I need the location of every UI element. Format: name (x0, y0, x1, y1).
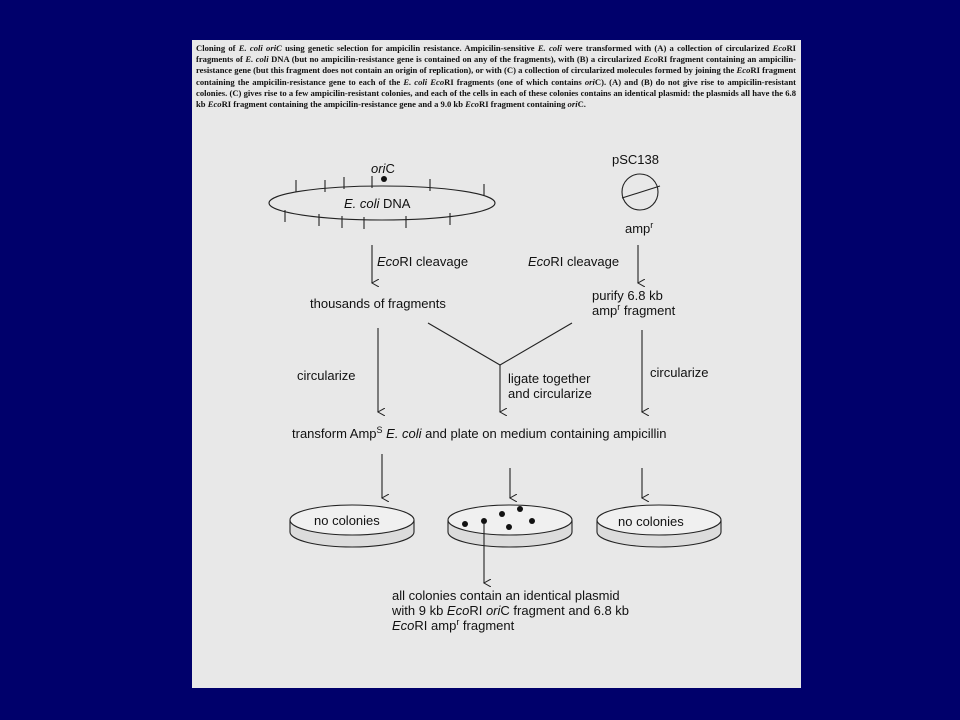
result-line2-italic1: Eco (447, 603, 469, 618)
thousands-label: thousands of fragments (310, 296, 446, 311)
purify-label-line1: purify 6.8 kb (592, 288, 663, 303)
transform-italic: E. coli (383, 426, 423, 441)
result-line3-italic: Eco (392, 618, 414, 633)
result-line3-mid: RI amp (414, 618, 456, 633)
petri-dish-a: no colonies (289, 504, 415, 548)
transform-pre: transform Amp (292, 426, 377, 441)
caption-text: E. coli Eco (403, 76, 445, 87)
ecoli-label-italic: E. coli (344, 196, 381, 211)
purify-sup: r (617, 302, 620, 312)
merge-line-left (427, 322, 501, 366)
result-line3-sup: r (456, 617, 459, 627)
caption-text: Eco (736, 65, 751, 76)
colonies (462, 506, 535, 530)
no-colonies-label-a: no colonies (314, 513, 380, 528)
purify-rest: fragment (620, 303, 675, 318)
result-line3-post: fragment (459, 618, 514, 633)
figure-panel: Cloning of E. coli oriC using genetic se… (192, 40, 801, 688)
ecoli-dna-label: E. coli DNA (344, 196, 411, 211)
petri-dish-c (447, 504, 573, 548)
caption-text: RI fragments of (196, 43, 796, 65)
caption-text: E. coli (537, 43, 562, 53)
caption-text: RI fragment containing an ampicilin-resi… (196, 54, 797, 76)
oric-label-italic: ori (371, 161, 387, 176)
caption-text: DNA (but no ampicilin-resistance gene is… (268, 54, 644, 65)
merge-line-right (499, 322, 573, 366)
cloning-diagram: oriC E. coli DNA pSC138 ampr EcoRI cleav… (268, 152, 722, 633)
psc138-plasmid (621, 173, 659, 211)
circularize-label-right: circularize (650, 365, 709, 380)
ampr-base: amp (625, 221, 650, 236)
result-line2-post: C fragment and 6.8 kb (500, 603, 629, 618)
caption-text: were transformed with (A) a collection o… (561, 43, 773, 53)
caption-text: E. coli (245, 54, 269, 65)
caption-text: Eco (772, 43, 787, 53)
caption-text: C. (577, 99, 586, 110)
result-line2-pre: with 9 kb (391, 603, 447, 618)
cleave-label-right: EcoRI cleavage (528, 254, 619, 269)
ampr-gene-mark (621, 185, 661, 199)
ampr-label: ampr (625, 220, 653, 236)
caption-text: Eco (643, 54, 658, 65)
caption-text: Cloning of (196, 43, 239, 53)
transform-label: transform AmpS E. coli and plate on medi… (292, 425, 667, 441)
purify-label-line2: ampr fragment (592, 302, 676, 318)
caption-text: ori (567, 99, 578, 110)
purify-base: amp (592, 303, 617, 318)
caption-text: C). (A) and (B) do not give rise to ampi… (196, 76, 796, 110)
petri-dish-b: no colonies (596, 504, 722, 548)
figure-caption: Cloning of E. coli oriC using genetic se… (196, 43, 796, 110)
ligate-label-line1: ligate together (508, 371, 591, 386)
caption-text: ori (584, 76, 595, 87)
caption-text: Eco (207, 99, 222, 110)
no-colonies-label-b: no colonies (618, 514, 684, 529)
ecoli-label-rest: DNA (379, 196, 410, 211)
result-line2-mid: RI (469, 603, 486, 618)
transform-sup: S (377, 425, 383, 435)
ecoli-chromosome (268, 185, 496, 221)
result-line1: all colonies contain an identical plasmi… (392, 588, 620, 603)
ecori-sites (284, 176, 485, 229)
oric-label-rest: C (385, 161, 394, 176)
caption-text: E. coli oriC (238, 43, 282, 53)
ampr-sup: r (650, 220, 653, 230)
oric-site (381, 176, 387, 182)
transform-post: and plate on medium containing ampicilli… (422, 426, 667, 441)
circularize-label-left: circularize (297, 368, 356, 383)
result-line2: with 9 kb EcoRI oriC fragment and 6.8 kb (391, 603, 629, 618)
caption-text: RI fragment containing the ampicilin-res… (196, 65, 796, 87)
caption-text: using genetic selection for ampicilin re… (281, 43, 538, 53)
cleave-italic: Eco (377, 254, 399, 269)
ligate-label-line2: and circularize (508, 386, 592, 401)
result-line3: EcoRI ampr fragment (392, 617, 515, 633)
caption-text: RI fragments (one of which contains (444, 76, 585, 87)
cleave-rest: RI cleavage (550, 254, 619, 269)
cleave-label-left: EcoRI cleavage (377, 254, 468, 269)
caption-text: RI fragment containing (478, 99, 568, 110)
plasmid-name: pSC138 (612, 152, 659, 167)
cleave-rest: RI cleavage (399, 254, 468, 269)
cleave-italic: Eco (528, 254, 550, 269)
result-line2-italic2: ori (486, 603, 502, 618)
caption-text: Eco (465, 99, 479, 110)
caption-text: RI fragment containing the ampicilin-res… (221, 99, 466, 110)
oric-label: oriC (371, 161, 395, 176)
